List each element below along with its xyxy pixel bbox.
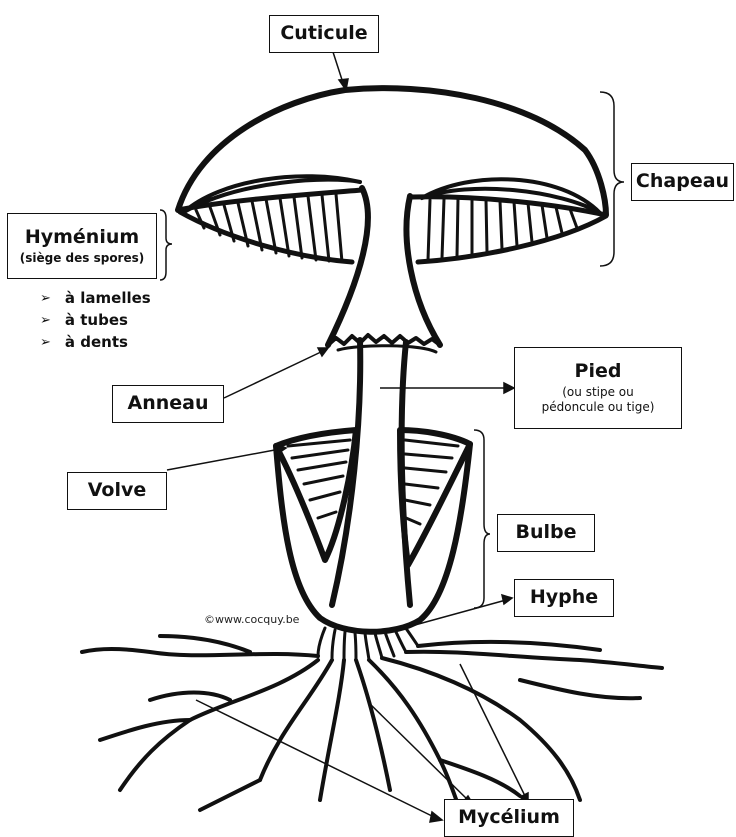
callouts xyxy=(160,52,624,822)
label-volve-text: Volve xyxy=(88,480,147,502)
label-cuticule-text: Cuticule xyxy=(280,23,367,45)
list-item: ➢ à dents xyxy=(40,331,151,353)
label-anneau: Anneau xyxy=(112,385,224,423)
stipe-lower-left xyxy=(332,340,360,605)
hymenium-type: à lamelles xyxy=(65,289,151,307)
cap-underside-right xyxy=(412,197,606,215)
label-bulbe-text: Bulbe xyxy=(515,522,576,544)
label-hymenium-sub: (siège des spores) xyxy=(20,252,145,266)
label-hymenium-text: Hyménium xyxy=(25,227,139,249)
label-pied: Pied (ou stipe ou pédoncule ou tige) xyxy=(514,347,682,429)
hymenium-type: à dents xyxy=(65,333,128,351)
label-pied-text: Pied xyxy=(575,361,622,383)
bullet-arrow-icon: ➢ xyxy=(40,291,51,306)
label-volve: Volve xyxy=(67,472,167,510)
label-bulbe: Bulbe xyxy=(497,514,595,552)
label-cuticule: Cuticule xyxy=(269,15,379,53)
label-hyphe-text: Hyphe xyxy=(530,587,598,609)
cap-outline xyxy=(178,88,606,215)
hymenium-type: à tubes xyxy=(65,311,128,329)
label-hymenium: Hyménium (siège des spores) xyxy=(7,213,157,279)
gills-right-bottom xyxy=(418,216,606,262)
stipe-upper-right xyxy=(407,196,440,345)
bullet-arrow-icon: ➢ xyxy=(40,313,51,328)
stipe-upper-left xyxy=(328,188,368,345)
list-item: ➢ à lamelles xyxy=(40,287,151,309)
label-chapeau: Chapeau xyxy=(631,163,734,201)
list-item: ➢ à tubes xyxy=(40,309,151,331)
label-pied-sub-2: pédoncule ou tige) xyxy=(542,401,655,415)
label-hyphe: Hyphe xyxy=(514,579,614,617)
ring xyxy=(328,335,440,345)
mycelium-roots xyxy=(82,636,662,810)
label-anneau-text: Anneau xyxy=(128,393,209,415)
ring-lower xyxy=(338,346,436,352)
volva-right xyxy=(400,430,470,565)
label-pied-sub-1: (ou stipe ou xyxy=(562,386,634,400)
bullet-arrow-icon: ➢ xyxy=(40,335,51,350)
label-chapeau-text: Chapeau xyxy=(636,171,729,193)
hymenium-types-list: ➢ à lamelles ➢ à tubes ➢ à dents xyxy=(40,287,151,353)
volva-hatching xyxy=(288,440,458,524)
copyright-text: ©www.cocquy.be xyxy=(204,613,299,626)
label-mycelium: Mycélium xyxy=(444,799,574,837)
label-mycelium-text: Mycélium xyxy=(458,807,560,829)
